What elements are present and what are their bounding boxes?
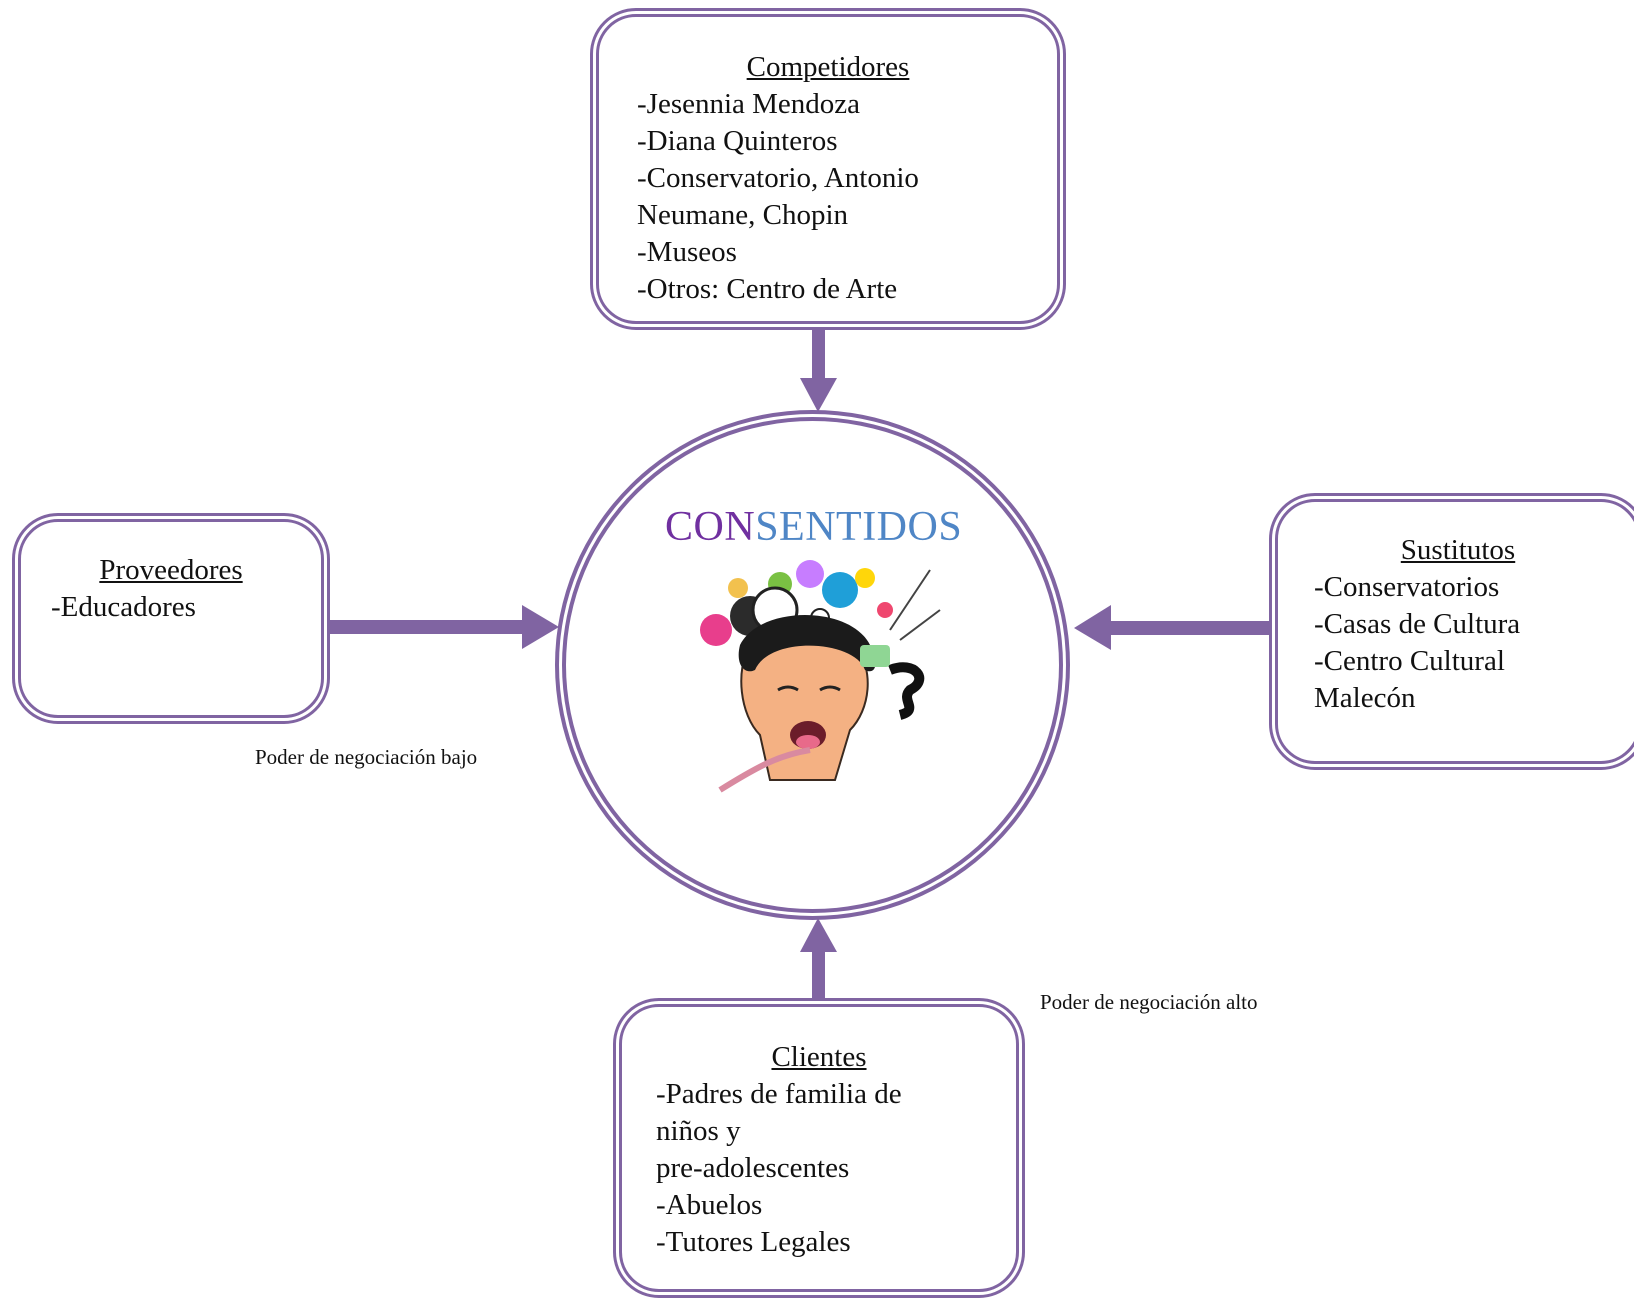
brand-logo: CONSENTIDOS bbox=[665, 503, 962, 551]
clientes-item: niños y bbox=[656, 1115, 741, 1147]
arrow-clientes-to-center bbox=[800, 918, 837, 1002]
clientes-item: -Tutores Legales bbox=[656, 1226, 851, 1258]
competidores-item: -Conservatorio, Antonio bbox=[637, 162, 919, 194]
clientes-item: -Padres de familia de bbox=[656, 1078, 902, 1110]
clientes-box: Clientes -Padres de familia de niños y p… bbox=[613, 998, 1025, 1298]
competidores-item: -Diana Quinteros bbox=[637, 125, 838, 157]
competidores-title: Competidores bbox=[746, 51, 910, 83]
sustitutos-title: Sustitutos bbox=[1400, 534, 1516, 566]
sustitutos-item: -Conservatorios bbox=[1314, 571, 1500, 603]
sustitutos-box: Sustitutos -Conservatorios -Casas de Cul… bbox=[1269, 493, 1634, 770]
clientes-item: -Abuelos bbox=[656, 1189, 763, 1221]
competidores-item: -Otros: Centro de Arte bbox=[637, 273, 898, 305]
arrow-sustitutos-to-center bbox=[1074, 605, 1273, 650]
sustitutos-item: -Casas de Cultura bbox=[1314, 608, 1521, 640]
competidores-box: Competidores -Jesennia Mendoza -Diana Qu… bbox=[590, 8, 1066, 330]
proveedores-item: -Educadores bbox=[51, 591, 196, 623]
note-poder-negociacion-bajo: Poder de negociación bajo bbox=[255, 745, 478, 769]
competidores-item: Neumane, Chopin bbox=[637, 199, 849, 231]
clientes-item: pre-adolescentes bbox=[656, 1152, 850, 1184]
competidores-item: -Jesennia Mendoza bbox=[637, 88, 861, 120]
competidores-item: -Museos bbox=[637, 236, 737, 268]
note-poder-negociacion-alto: Poder de negociación alto bbox=[1040, 990, 1258, 1014]
brand-con: CON bbox=[665, 504, 756, 550]
artistic-head-illustration bbox=[700, 560, 941, 793]
sustitutos-item: Malecón bbox=[1314, 682, 1416, 714]
sustitutos-item: -Centro Cultural bbox=[1314, 645, 1505, 677]
arrow-competidores-to-center bbox=[800, 328, 837, 412]
arrow-proveedores-to-center bbox=[328, 605, 559, 649]
proveedores-title: Proveedores bbox=[99, 554, 243, 586]
proveedores-box: Proveedores -Educadores bbox=[12, 513, 330, 724]
clientes-title: Clientes bbox=[771, 1041, 867, 1073]
brand-sentidos: SENTIDOS bbox=[755, 504, 963, 550]
